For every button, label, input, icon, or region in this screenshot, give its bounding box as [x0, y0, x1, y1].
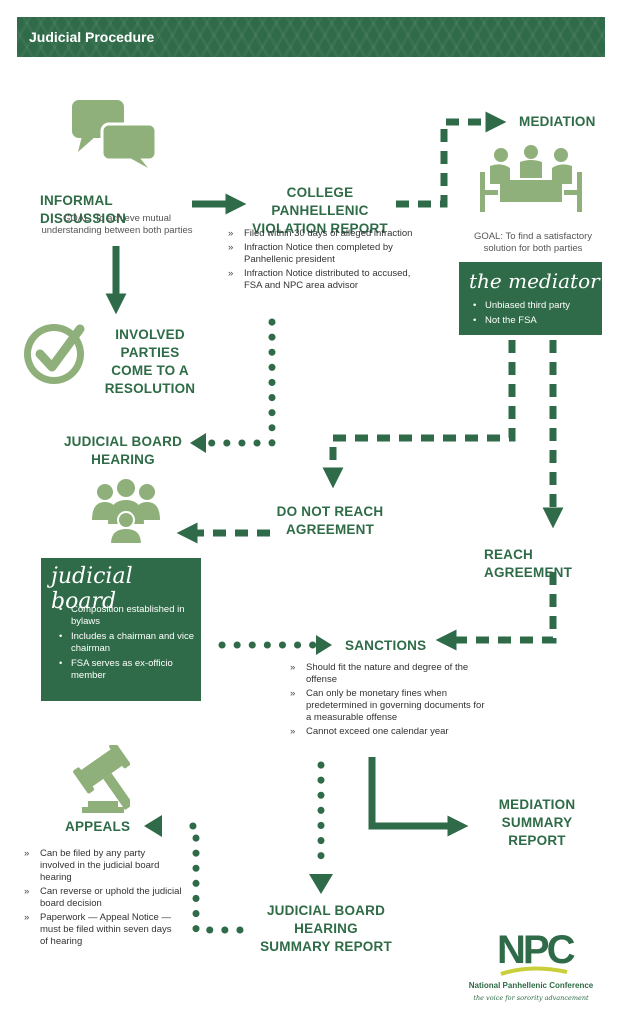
title-line: JUDICIAL BOARD HEARING — [266, 903, 386, 936]
list-item: Not the FSA — [459, 315, 602, 327]
goal-line: GOAL: To achieve mutual — [62, 213, 172, 224]
list-item: Should fit the nature and degree of the … — [288, 662, 488, 686]
title-line: JUDICIAL BOARD — [63, 434, 183, 449]
sanctions-list: Should fit the nature and degree of the … — [288, 662, 488, 740]
resolution-title: INVOLVED PARTIES COME TO A RESOLUTION — [90, 326, 210, 398]
mediator-box-title: the mediator — [469, 269, 600, 293]
list-item: Cannot exceed one calendar year — [288, 726, 488, 738]
judicial-hearing-title: JUDICIAL BOARD HEARING — [58, 433, 188, 469]
arrow-agreement-to-sanctions — [435, 572, 557, 651]
list-item: Paperwork — Appeal Notice — must be file… — [22, 912, 182, 948]
arrow-sanctions-to-mediation-summary — [368, 757, 469, 837]
group-people-icon — [92, 479, 160, 544]
mediator-box-list: Unbiased third party Not the FSA — [459, 300, 602, 330]
page-title: Judicial Procedure — [29, 29, 155, 45]
list-item: Includes a chairman and vice chairman — [45, 631, 197, 655]
violation-report-list: Filed within 30 days of alleged infracti… — [226, 228, 422, 294]
mediation-title: MEDIATION — [519, 114, 596, 129]
no-agreement-title: DO NOT REACH AGREEMENT — [270, 503, 390, 539]
gavel-icon — [73, 745, 130, 813]
title-line: HEARING — [91, 452, 155, 467]
list-item: FSA serves as ex-officio member — [45, 658, 197, 682]
title-line: AGREEMENT — [285, 522, 375, 537]
title-line: REPORT — [508, 833, 566, 848]
list-item: Can be filed by any party involved in th… — [22, 848, 182, 884]
mediation-goal: GOAL: To find a satisfactory solution fo… — [458, 231, 608, 255]
title-line: INVOLVED PARTIES — [115, 327, 185, 360]
arrow-report-to-mediation — [396, 111, 507, 208]
npc-logo-letters: NPC — [497, 928, 575, 972]
judicial-board-box: judicial board Composition established i… — [41, 558, 201, 701]
list-item: Infraction Notice distributed to accused… — [226, 268, 422, 292]
chat-bubbles-icon — [72, 100, 158, 168]
list-item: Unbiased third party — [459, 300, 602, 312]
goal-line: solution for both parties — [483, 243, 583, 254]
dots-hearing-summary-to-appeals — [176, 822, 244, 934]
mediation-summary-title: MEDIATION SUMMARY REPORT — [462, 796, 612, 850]
arrowhead-sanctions — [316, 635, 332, 655]
title-line: COLLEGE PANHELLENIC — [271, 185, 369, 218]
checkmark-circle-icon — [24, 324, 85, 384]
mediator-box: the mediator Unbiased third party Not th… — [459, 262, 602, 335]
npc-logo-tagline: the voice for sorority advancement — [473, 994, 589, 1002]
title-line: COME TO A — [111, 363, 189, 378]
arrowhead-hearing — [190, 433, 206, 453]
list-item: Can reverse or uphold the judicial board… — [22, 886, 182, 910]
npc-logo: NPC National Panhellenic Conference the … — [455, 928, 607, 1008]
appeals-title: APPEALS — [65, 819, 131, 834]
npc-logo-swoosh — [500, 966, 568, 976]
title-line: RESOLUTION — [104, 381, 196, 396]
judicial-board-box-list: Composition established in bylaws Includ… — [45, 604, 197, 685]
goal-line: GOAL: To find a satisfactory — [473, 231, 593, 242]
arrow-mediator-to-no-agreement — [322, 340, 516, 489]
informal-discussion-goal: GOAL: To achieve mutual understanding be… — [22, 213, 212, 237]
hearing-summary-title: JUDICIAL BOARD HEARING SUMMARY REPORT — [236, 902, 416, 956]
list-item: Composition established in bylaws — [45, 604, 197, 628]
list-item: Infraction Notice then completed by Panh… — [226, 242, 422, 266]
goal-line: understanding between both parties — [41, 225, 193, 236]
reach-agreement-title: REACH AGREEMENT — [484, 547, 573, 580]
npc-logo-name: National Panhellenic Conference — [468, 981, 594, 990]
sanctions-title: SANCTIONS — [345, 638, 427, 653]
arrowhead-appeals — [144, 815, 162, 837]
header-banner: Judicial Procedure — [17, 17, 605, 57]
appeals-list: Can be filed by any party involved in th… — [22, 848, 182, 950]
meeting-table-icon — [480, 145, 582, 212]
title-line: SUMMARY REPORT — [260, 939, 392, 954]
informal-discussion-title: INFORMAL DISCUSSION — [40, 193, 127, 226]
title-line: MEDIATION SUMMARY — [498, 797, 576, 830]
arrowhead-hearing-summary — [309, 874, 333, 894]
list-item: Filed within 30 days of alleged infracti… — [226, 228, 422, 240]
list-item: Can only be monetary fines when predeter… — [288, 688, 488, 724]
dots-report-to-hearing — [201, 318, 276, 447]
title-line: DO NOT REACH — [276, 504, 384, 519]
